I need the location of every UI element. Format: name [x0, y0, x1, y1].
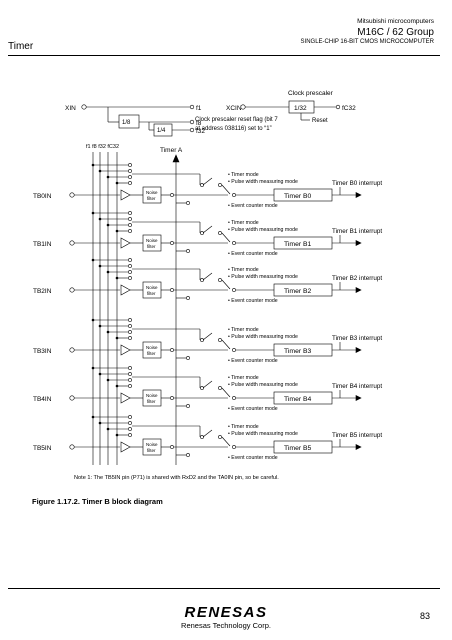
- mode-event-label: • Event counter mode: [228, 203, 278, 209]
- footer-rule: [8, 588, 440, 589]
- noise-filter-label: filter: [147, 351, 156, 356]
- timer-name-label: Timer B4: [284, 396, 312, 403]
- noise-filter-label: filter: [147, 291, 156, 296]
- timer-interrupt-label: Timer B2 interrupt: [332, 275, 382, 282]
- timer-input-pin-label: TB2IN: [33, 288, 52, 295]
- clock-bus-labels: f1 f8 f32 fC32: [86, 144, 119, 150]
- logo-brand: RENESAS: [184, 604, 268, 621]
- noise-filter-label: filter: [147, 196, 156, 201]
- xcin-label: XCIN: [226, 105, 242, 112]
- timer-name-label: Timer B1: [284, 241, 312, 248]
- mode-timer-label: • Timer mode: [228, 220, 259, 226]
- timer-a-label: Timer A: [160, 147, 183, 154]
- mode-timer-label: • Timer mode: [228, 375, 259, 381]
- timer-interrupt-label: Timer B4 interrupt: [332, 383, 382, 390]
- header-subtitle: SINGLE-CHIP 16-BIT CMOS MICROCOMPUTER: [300, 39, 434, 45]
- mode-pulse-label: • Pulse width measuring mode: [228, 334, 298, 340]
- f8-label: f8: [196, 120, 202, 127]
- noise-filter-label: filter: [147, 448, 156, 453]
- mode-pulse-label: • Pulse width measuring mode: [228, 431, 298, 437]
- timer-name-label: Timer B3: [284, 348, 312, 355]
- mode-pulse-label: • Pulse width measuring mode: [228, 179, 298, 185]
- prescaler-label: Clock prescaler: [288, 90, 334, 97]
- noise-filter-label: Noise: [146, 285, 158, 290]
- header-group: M16C / 62 Group: [357, 27, 434, 38]
- prescaler-div-label: 1/32: [294, 105, 307, 112]
- timer-name-label: Timer B0: [284, 193, 312, 200]
- mode-event-label: • Event counter mode: [228, 251, 278, 257]
- mode-event-label: • Event counter mode: [228, 358, 278, 364]
- mode-event-label: • Event counter mode: [228, 455, 278, 461]
- noise-filter-label: filter: [147, 244, 156, 249]
- mode-timer-label: • Timer mode: [228, 172, 259, 178]
- timer-interrupt-label: Timer B0 interrupt: [332, 180, 382, 187]
- timer-interrupt-label: Timer B3 interrupt: [332, 335, 382, 342]
- noise-filter-label: Noise: [146, 393, 158, 398]
- reset-note-line-2: at address 038116) set to “1”: [195, 126, 272, 132]
- mode-pulse-label: • Pulse width measuring mode: [228, 382, 298, 388]
- diagram-note: Note 1: The TB5IN pin (P71) is shared wi…: [74, 475, 279, 481]
- noise-filter-label: Noise: [146, 345, 158, 350]
- xin-label: XIN: [65, 105, 76, 112]
- noise-filter-label: Noise: [146, 238, 158, 243]
- divider-8-label: 1/8: [122, 120, 131, 126]
- timer-interrupt-label: Timer B1 interrupt: [332, 228, 382, 235]
- timer-input-pin-label: TB3IN: [33, 348, 52, 355]
- mode-pulse-label: • Pulse width measuring mode: [228, 227, 298, 233]
- divider-8-box: [118, 114, 140, 129]
- noise-filter-label: filter: [147, 399, 156, 404]
- timer-name-label: Timer B5: [284, 445, 312, 452]
- mode-event-label: • Event counter mode: [228, 406, 278, 412]
- logo-corp: Renesas Technology Corp.: [181, 621, 271, 630]
- timer-interrupt-label: Timer B5 interrupt: [332, 432, 382, 439]
- mode-timer-label: • Timer mode: [228, 327, 259, 333]
- mode-event-label: • Event counter mode: [228, 298, 278, 304]
- reset-label: Reset: [312, 118, 328, 124]
- clock-section: XIN f1 1/8 f8 1/4 f32 XCIN Clock prescal…: [65, 90, 356, 465]
- timer-input-pin-label: TB0IN: [33, 193, 52, 200]
- timer-input-pin-label: TB5IN: [33, 445, 52, 452]
- mode-pulse-label: • Pulse width measuring mode: [228, 274, 298, 280]
- header-maker: Mitsubishi microcomputers: [357, 18, 434, 25]
- noise-filter-label: Noise: [146, 442, 158, 447]
- timer-input-pin-label: TB4IN: [33, 396, 52, 403]
- page-number: 83: [419, 611, 430, 621]
- header-rule: [8, 55, 440, 56]
- figure-caption: Figure 1.17.2. Timer B block diagram: [32, 497, 163, 506]
- clock-bus: [92, 152, 118, 465]
- reset-note-line-1: Clock prescaler reset flag (bit 7: [195, 117, 278, 123]
- section-title: Timer: [8, 41, 34, 52]
- mode-timer-label: • Timer mode: [228, 424, 259, 430]
- f1-label: f1: [196, 105, 202, 112]
- timer-name-label: Timer B2: [284, 288, 312, 295]
- mode-timer-label: • Timer mode: [228, 267, 259, 273]
- timer-input-pin-label: TB1IN: [33, 241, 52, 248]
- fc32-label: fC32: [342, 105, 356, 112]
- divider-4-label: 1/4: [157, 128, 166, 134]
- f32-label: f32: [196, 128, 205, 135]
- noise-filter-label: Noise: [146, 190, 158, 195]
